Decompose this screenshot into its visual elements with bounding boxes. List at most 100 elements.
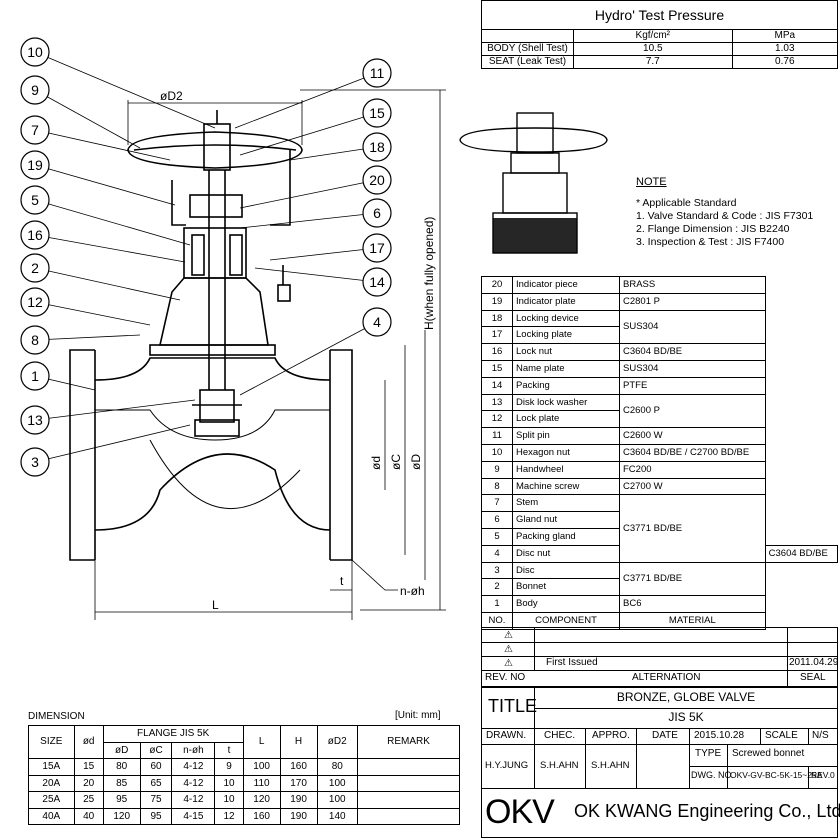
component-name: Body (512, 595, 620, 613)
dimension-cell: 85 (102, 774, 141, 792)
note-line: 3. Inspection & Test : JIS F7400 (636, 236, 785, 248)
header-d: ød (73, 725, 104, 759)
component-name: Indicator plate (512, 292, 620, 311)
component-name: Name plate (512, 359, 620, 378)
balloon-label: 13 (27, 412, 43, 428)
balloon-circle (20, 287, 50, 317)
row-label: SEAT (Leak Test) (481, 55, 574, 69)
dimension-cell: 10 (214, 774, 244, 792)
header-flange: FLANGE JIS 5K (102, 725, 244, 743)
header-C: øC (139, 741, 173, 759)
component-no: 13 (481, 393, 513, 412)
balloon-circle (20, 447, 50, 477)
header-t: t (214, 741, 244, 759)
dimension-cell: 190 (279, 791, 318, 809)
dimension-unit: [Unit: mm] (395, 710, 441, 721)
balloon-label: 18 (369, 139, 385, 155)
first-issued-date: 2011.04.29 (789, 657, 839, 668)
leader-line (34, 199, 191, 246)
dimension-cell: 10 (214, 791, 244, 809)
chec-by: S.H.AHN (540, 760, 579, 771)
dimension-remark (357, 774, 460, 792)
balloon-label: 11 (370, 65, 385, 81)
dimension-remark (357, 807, 460, 825)
component-name: Split pin (512, 427, 620, 445)
component-no: 12 (481, 410, 513, 429)
revision-block: ⚠ ⚠ ⚠ First Issued 2011.04.29 REV. NO AL… (481, 627, 839, 688)
component-material: C2600 P (619, 393, 766, 429)
component-name: Locking device (512, 309, 620, 328)
component-no: 17 (481, 326, 513, 345)
component-material: C3604 BD/BE (619, 343, 766, 361)
component-no: 1 (481, 595, 513, 613)
dimension-cell: 100 (242, 758, 281, 776)
warning-icon: ⚠ (504, 658, 513, 669)
component-no: 9 (481, 460, 513, 479)
note-line: * Applicable Standard (636, 197, 737, 209)
component-no: 4 (481, 544, 513, 563)
component-material: C3771 BD/BE (619, 494, 766, 563)
dimension-remark (357, 791, 460, 809)
leader-line (34, 424, 191, 463)
header-H: H (279, 725, 318, 759)
component-no: 10 (481, 443, 513, 462)
balloon-label: 12 (27, 294, 43, 310)
balloon-circle (20, 150, 50, 180)
balloon-circle (20, 361, 50, 391)
balloon-label: 3 (31, 454, 39, 470)
component-material: BRASS (619, 276, 766, 294)
balloon-circle (362, 267, 392, 297)
dim-label-D: øD (409, 454, 423, 470)
component-material: C3604 BD/BE (764, 544, 839, 563)
date-value: 2015.10.28 (694, 730, 745, 741)
dimension-cell: 65 (139, 774, 173, 792)
leader-line (239, 212, 378, 229)
type-value: Screwed bonnet (732, 748, 805, 759)
balloon-label: 17 (369, 240, 385, 256)
balloon-circle (20, 253, 50, 283)
dimension-cell: 60 (139, 758, 173, 776)
dimension-cell: 95 (102, 791, 141, 809)
note-line: 2. Flange Dimension : JIS B2240 (636, 223, 790, 235)
dimension-cell: 120 (242, 791, 281, 809)
component-name: Indicator piece (512, 276, 620, 294)
component-material: PTFE (619, 376, 766, 395)
component-name: Handwheel (512, 460, 620, 479)
hydro-test-table: Hydro' Test Pressure Kgf/cm² MPa BODY (S… (481, 0, 839, 69)
dimension-cell: 110 (242, 774, 281, 792)
balloon-label: 4 (373, 314, 381, 330)
type-label: TYPE (695, 748, 722, 759)
leader-line (269, 247, 378, 261)
leader-line (34, 301, 151, 326)
balloon-circle (362, 98, 392, 128)
dimension-cell: 9 (214, 758, 244, 776)
drawn-by: H.Y.JUNG (485, 760, 529, 771)
component-no: 2 (481, 578, 513, 597)
dimension-cell: 95 (139, 807, 173, 825)
component-material: C2600 W (619, 427, 766, 445)
component-no: 20 (481, 276, 513, 294)
leader-line (34, 267, 181, 301)
leader-line (34, 399, 196, 421)
header-no: NO. (481, 611, 513, 630)
balloon-circle (20, 405, 50, 435)
component-name: Disc nut (512, 544, 620, 563)
component-no: 3 (481, 561, 513, 580)
balloon-label: 8 (31, 332, 39, 348)
component-name: Packing (512, 376, 620, 395)
dimension-cell: 4-15 (171, 807, 216, 825)
component-no: 19 (481, 292, 513, 311)
warning-icon: ⚠ (504, 630, 513, 641)
unit-kgf: Kgf/cm² (573, 29, 733, 43)
dimension-cell: 15 (73, 758, 104, 776)
component-no: 6 (481, 511, 513, 529)
